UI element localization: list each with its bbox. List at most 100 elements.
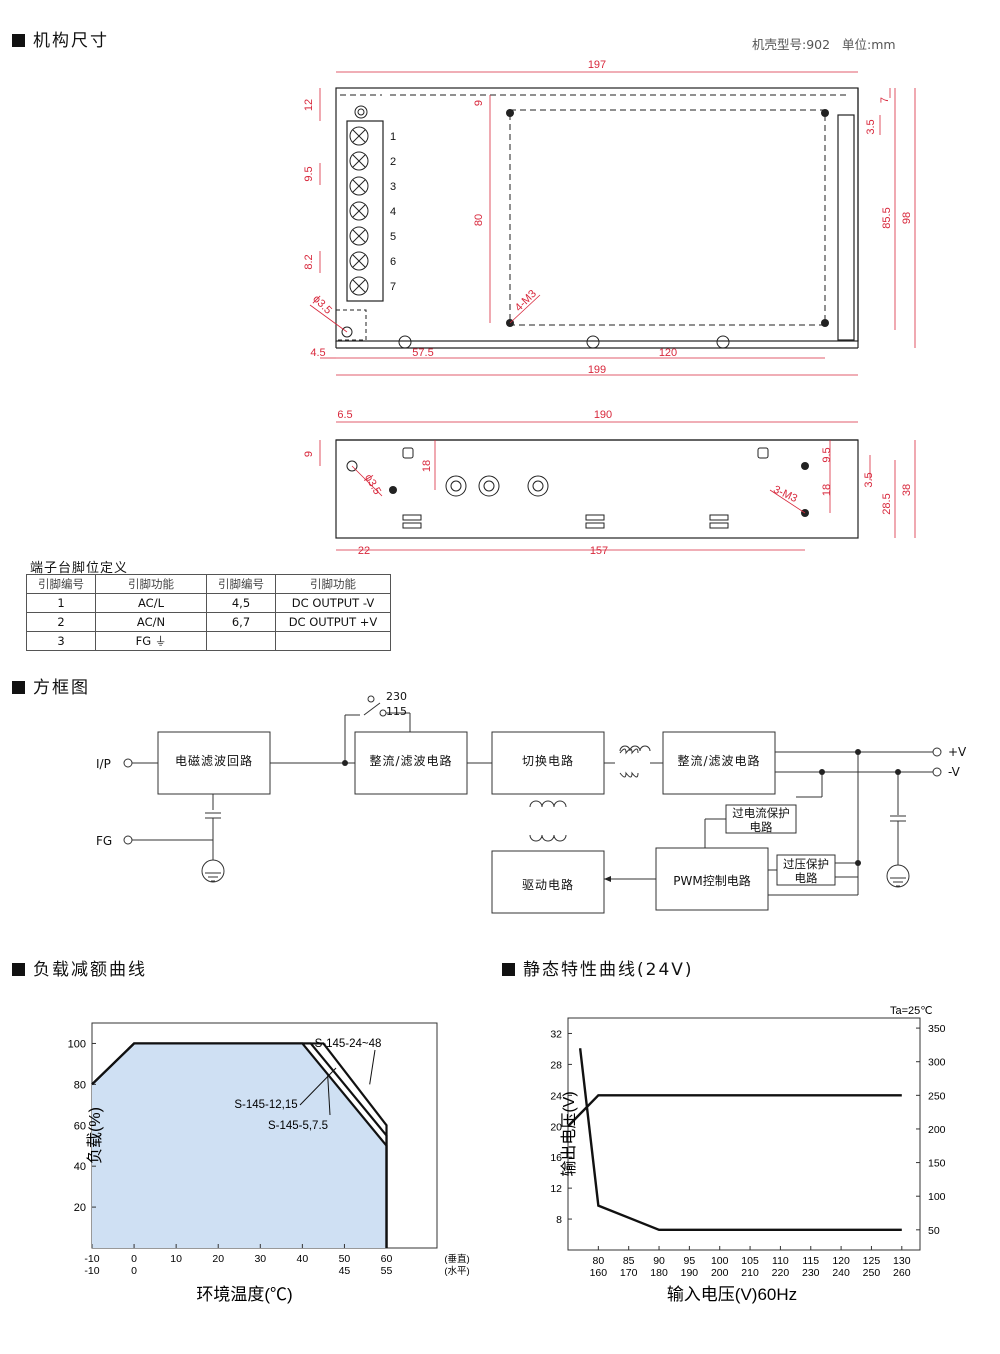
block-diagram (123, 695, 942, 914)
terminal-number: 5 (390, 231, 396, 243)
x-tick-label: 115 (802, 1255, 819, 1267)
y-axis-label: 负载(%) (86, 1107, 104, 1164)
pin-cell: 6,7 (206, 612, 276, 632)
y-left-axis-label: 输出电压(V) (560, 1091, 578, 1176)
label-230: 230 (386, 690, 407, 703)
terminal-cross (352, 179, 366, 193)
y-tick-label: 40 (74, 1161, 86, 1173)
y-tick-label: 80 (74, 1079, 86, 1091)
dim-side-18: 18 (421, 460, 433, 472)
pin-cell: 1 (26, 593, 96, 613)
terminal-number: 7 (390, 281, 396, 293)
x-tick-label-bottom: 220 (772, 1267, 790, 1279)
series-label: S-145-24~48 (315, 1038, 382, 1050)
terminal-screw (349, 201, 369, 221)
dim-7: 7 (879, 97, 891, 103)
y-right-tick-label: 300 (928, 1057, 946, 1069)
x-tick-label: 80 (593, 1255, 605, 1267)
terminal-number: 1 (390, 131, 396, 143)
dim-6-5: 6.5 (337, 409, 352, 421)
y-left-tick-label: 20 (550, 1121, 562, 1133)
dim-hole-dia: ϕ3.5 (310, 293, 334, 317)
dim-197: 197 (588, 59, 606, 71)
x-tick-label: 130 (893, 1255, 911, 1267)
y-right-tick-label: 100 (928, 1191, 946, 1203)
label-115: 115 (386, 705, 407, 718)
x-tick-label: 110 (772, 1255, 789, 1267)
x-tick-label: 50 (339, 1253, 351, 1265)
x-tick-label: 125 (863, 1255, 881, 1267)
x-tick-label: 90 (653, 1255, 665, 1267)
series-line (578, 1048, 902, 1232)
dim-side-9: 9 (303, 451, 315, 457)
x-tick-label-bottom: 170 (620, 1267, 638, 1279)
block-switch: 切换电路 (521, 754, 574, 768)
x-tick-label-horizontal: 55 (381, 1265, 393, 1277)
x-tick-label-bottom: 160 (590, 1267, 608, 1279)
dim-side-3-5: 3.5 (863, 472, 875, 487)
block-drive: 驱动电路 (521, 878, 574, 892)
pin-cell: DC OUTPUT +V (275, 612, 391, 632)
dim-157: 157 (590, 545, 608, 557)
terminal-cross (352, 229, 366, 243)
y-left-tick-label: 12 (550, 1183, 562, 1195)
pin-table-title: 端子台脚位定义 (30, 561, 129, 576)
y-tick-label: 20 (74, 1202, 86, 1214)
y-right-tick-label: 250 (928, 1090, 946, 1102)
dim-9-5: 9.5 (303, 166, 315, 181)
terminal-screw (349, 176, 369, 196)
x-tick-label-bottom: 240 (832, 1267, 850, 1279)
x-tick-label: 95 (684, 1255, 696, 1267)
pin-cell: 4,5 (206, 593, 276, 613)
dim-85-5: 85.5 (881, 207, 893, 228)
dim-side-9-5: 9.5 (821, 447, 833, 462)
pin-header: 引脚编号 (26, 574, 96, 594)
terminal-screw (349, 226, 369, 246)
block-ocp-2: 电路 (749, 820, 773, 834)
terminal-number: 6 (390, 256, 396, 268)
block-rectifier-2: 整流/滤波电路 (677, 754, 761, 768)
x-tick-label: 85 (623, 1255, 635, 1267)
x-tick-label-bottom: 190 (681, 1267, 699, 1279)
series-leader (299, 1067, 337, 1106)
terminal-screw (349, 126, 369, 146)
safe-area (92, 1043, 387, 1248)
axis-note-vertical: (垂直) (444, 1253, 469, 1265)
dim-57-5: 57.5 (412, 347, 433, 359)
pin-cell: 3 (26, 631, 96, 651)
y-left-tick-label: 32 (550, 1028, 562, 1040)
block-ovp-1: 过压保护 (783, 857, 829, 871)
dim-3-5: 3.5 (865, 119, 877, 134)
label-vplus: +V (948, 745, 967, 759)
section-static: 静态特性曲线(24V) (502, 955, 694, 980)
pin-cell: AC/L (95, 593, 207, 613)
block-emi: 电磁滤波回路 (174, 754, 253, 768)
terminal-cross (352, 154, 366, 168)
y-right-tick-label: 350 (928, 1023, 946, 1035)
section-dimensions: 机构尺寸 (12, 26, 124, 51)
x-tick-label: 20 (212, 1253, 224, 1265)
label-ip: I/P (96, 757, 111, 771)
pin-cell: AC/N (95, 612, 207, 632)
x-tick-label-bottom: 230 (802, 1267, 820, 1279)
static-characteristic-chart: Ta=25℃8121620242832501001502002503003508… (550, 1005, 946, 1304)
y-tick-label: 100 (68, 1038, 86, 1050)
dim-3-m3: 3-M3 (771, 484, 799, 505)
x-tick-label-bottom: 180 (650, 1267, 668, 1279)
x-tick-label-horizontal: 0 (131, 1265, 137, 1277)
x-axis-label: 环境温度(℃) (196, 1285, 292, 1304)
series-label: S-145-12,15 (234, 1099, 297, 1111)
y-left-tick-label: 8 (556, 1214, 562, 1226)
terminal-cross (352, 254, 366, 268)
pin-cell (275, 631, 391, 651)
block-pwm: PWM控制电路 (673, 874, 751, 888)
series-leader (327, 1074, 331, 1116)
dim-12: 12 (303, 99, 315, 111)
side-view-drawing: 190 6.5 9 18 ϕ3.5 9.5 18 3-M3 3.5 28.5 3… (303, 409, 916, 557)
series-line (567, 1094, 902, 1128)
dim-190: 190 (594, 409, 612, 421)
x-tick-label: 40 (297, 1253, 309, 1265)
